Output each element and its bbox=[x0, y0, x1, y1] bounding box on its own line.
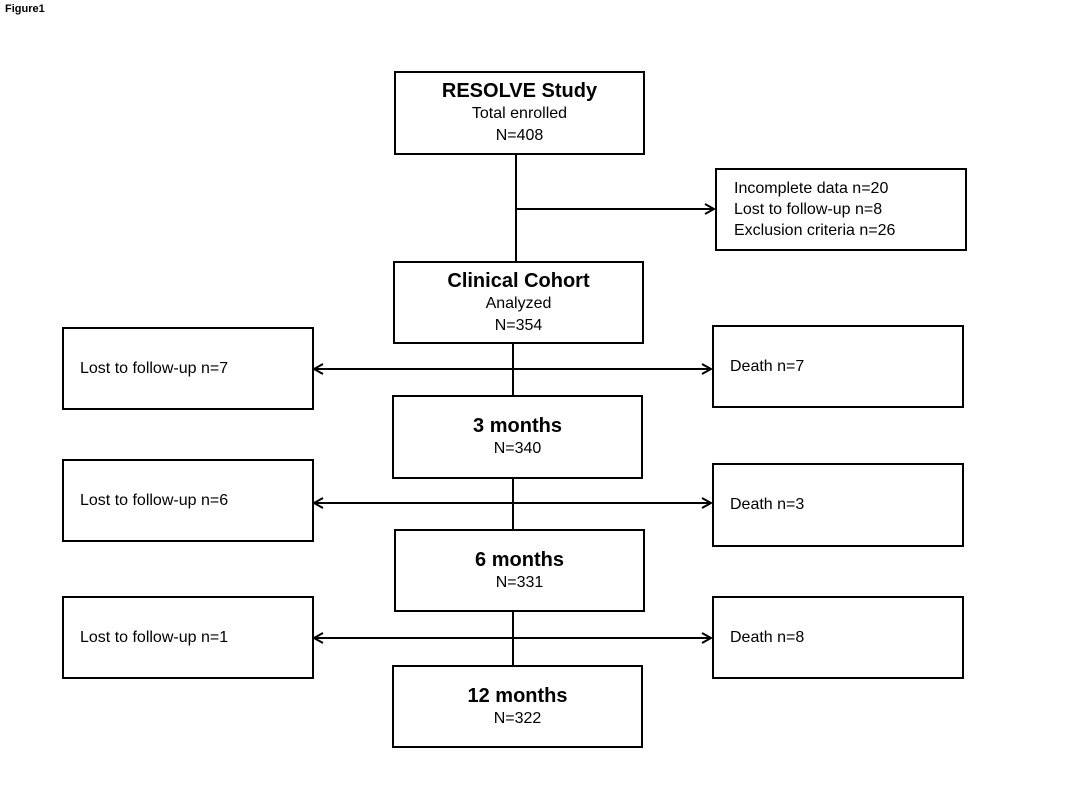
timepoint-count: N=331 bbox=[495, 573, 544, 591]
death-label: Death n=3 bbox=[730, 496, 805, 513]
enrollment-title: RESOLVE Study bbox=[441, 80, 598, 102]
cohort-title: Clinical Cohort bbox=[447, 269, 590, 292]
timepoint-box-3-months: 3 months N=340 bbox=[392, 395, 643, 479]
timepoint-count: N=340 bbox=[493, 440, 542, 457]
figure-label: Figure1 bbox=[5, 3, 45, 15]
lost-label: Lost to follow-up n=7 bbox=[80, 359, 229, 377]
cohort-subtitle: Analyzed bbox=[485, 294, 552, 312]
cohort-count: N=354 bbox=[494, 316, 543, 334]
cohort-box: Clinical Cohort Analyzed N=354 bbox=[393, 261, 644, 344]
lost-box: Lost to follow-up n=6 bbox=[62, 459, 314, 542]
timepoint-box-6-months: 6 months N=331 bbox=[394, 529, 645, 612]
lost-label: Lost to follow-up n=1 bbox=[80, 628, 229, 646]
exclusion-item: Incomplete data n=20 bbox=[734, 180, 889, 197]
death-box: Death n=7 bbox=[712, 325, 964, 408]
death-box: Death n=3 bbox=[712, 463, 964, 547]
exclusion-item: Exclusion criteria n=26 bbox=[734, 222, 896, 239]
timepoint-title: 12 months bbox=[467, 684, 568, 707]
enrollment-box: RESOLVE Study Total enrolled N=408 bbox=[394, 71, 645, 155]
death-label: Death n=7 bbox=[730, 357, 805, 375]
death-label: Death n=8 bbox=[730, 628, 805, 646]
exclusion-item: Lost to follow-up n=8 bbox=[734, 201, 883, 218]
exclusions-box: Incomplete data n=20 Lost to follow-up n… bbox=[715, 168, 967, 251]
lost-label: Lost to follow-up n=6 bbox=[80, 491, 229, 509]
lost-box: Lost to follow-up n=1 bbox=[62, 596, 314, 679]
lost-box: Lost to follow-up n=7 bbox=[62, 327, 314, 410]
timepoint-title: 6 months bbox=[475, 548, 564, 571]
enrollment-count: N=408 bbox=[495, 127, 544, 144]
timepoint-count: N=322 bbox=[493, 709, 542, 727]
enrollment-subtitle: Total enrolled bbox=[471, 105, 568, 122]
timepoint-title: 3 months bbox=[473, 415, 562, 437]
timepoint-box-12-months: 12 months N=322 bbox=[392, 665, 643, 748]
death-box: Death n=8 bbox=[712, 596, 964, 679]
